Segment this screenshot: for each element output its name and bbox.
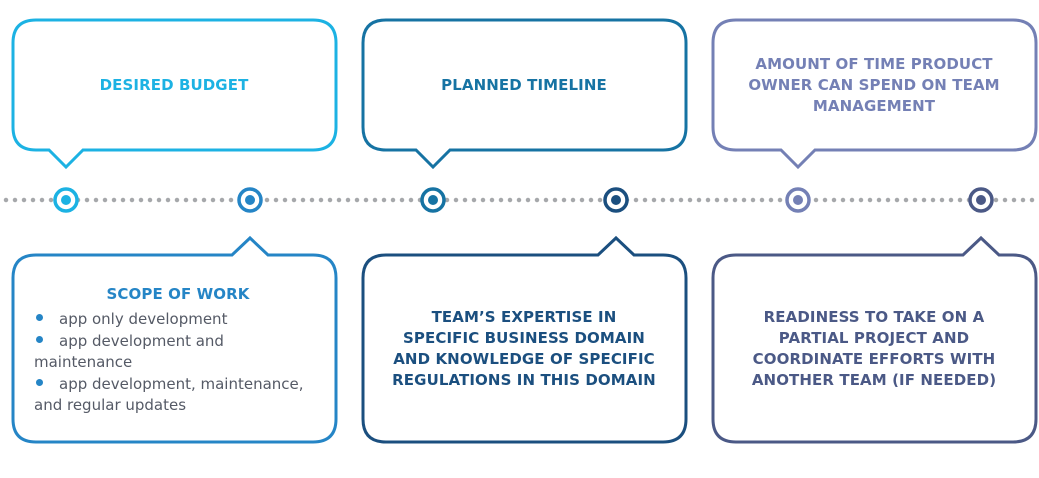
planned-timeline-label: PLANNED TIMELINE: [441, 75, 607, 94]
bullet-icon: [36, 336, 43, 343]
scope-item-text: app development, maintenance, and regula…: [34, 375, 304, 414]
team-expertise-label: TEAM’S EXPERTISE IN SPECIFIC BUSINESS DO…: [392, 307, 656, 389]
bullet-icon: [36, 379, 43, 386]
timeline-node-2: [237, 187, 263, 213]
bubble-team-expertise: [361, 235, 688, 444]
scope-of-work-title: SCOPE OF WORK: [106, 285, 250, 303]
timeline-node-6: [968, 187, 994, 213]
bubble-readiness: [711, 235, 1038, 444]
bullet-icon: [36, 314, 43, 321]
readiness-label: READINESS TO TAKE ON A PARTIAL PROJECT A…: [751, 307, 997, 389]
scope-item-text: app only development: [59, 310, 228, 328]
list-item: app development and maintenance: [34, 331, 322, 373]
timeline-node-1: [53, 187, 79, 213]
scope-of-work-box: SCOPE OF WORK app only development app d…: [12, 255, 336, 442]
desired-budget-label: DESIRED BUDGET: [99, 75, 249, 94]
list-item: app development, maintenance, and regula…: [34, 374, 322, 416]
timeline-node-3: [420, 187, 446, 213]
scope-item-text: app development and maintenance: [34, 332, 224, 371]
bubble-planned-timeline: [361, 18, 688, 170]
scope-of-work-list: app only development app development and…: [34, 309, 322, 416]
product-owner-time-label: AMOUNT OF TIME PRODUCT OWNER CAN SPEND O…: [748, 54, 1000, 115]
bubble-scope-of-work: [11, 235, 338, 444]
bubble-product-owner-time: [711, 18, 1038, 170]
list-item: app only development: [34, 309, 322, 330]
timeline-node-4: [603, 187, 629, 213]
bubble-desired-budget: [11, 18, 338, 170]
timeline-node-5: [785, 187, 811, 213]
